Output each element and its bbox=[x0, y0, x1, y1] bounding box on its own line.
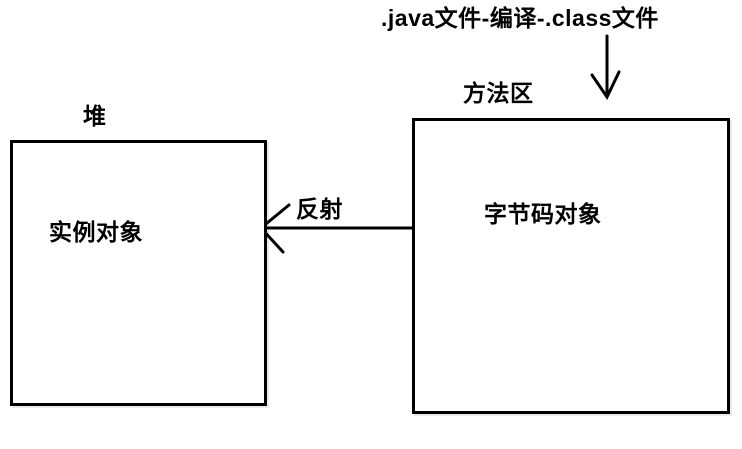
method-area-box bbox=[412, 118, 730, 414]
method-area-box-title: 方法区 bbox=[463, 80, 534, 106]
heap-box-content: 实例对象 bbox=[49, 219, 143, 245]
method-area-box-content: 字节码对象 bbox=[484, 201, 602, 227]
heap-box-title: 堆 bbox=[83, 103, 107, 129]
compile-down-arrow-icon bbox=[590, 34, 621, 100]
compile-flow-note: .java文件-编译-.class文件 bbox=[381, 5, 659, 31]
reflection-arrow-label: 反射 bbox=[296, 196, 343, 222]
heap-box bbox=[10, 140, 267, 406]
